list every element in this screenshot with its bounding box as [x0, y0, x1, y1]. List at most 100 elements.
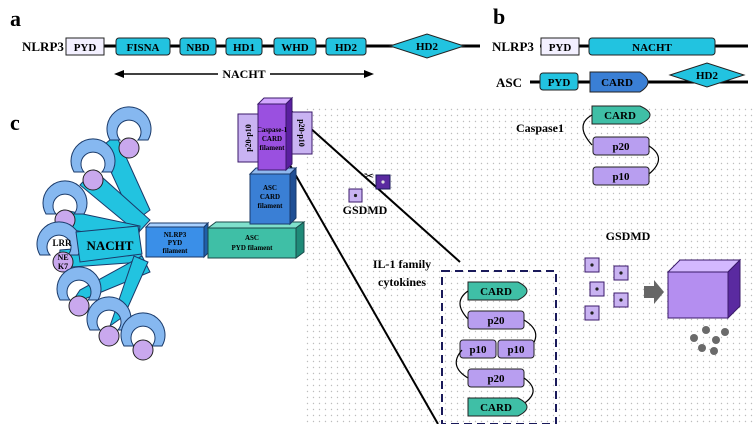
tet-p20-bottom-label: p20 — [487, 373, 505, 385]
gsdmd-dot-left — [353, 193, 358, 198]
lrr-crescent-1 — [106, 106, 152, 141]
cytokine-dots — [690, 326, 729, 355]
tet-p10-right-label: p10 — [507, 344, 525, 356]
whd-domain — [273, 37, 317, 56]
asc-card-filament — [249, 173, 291, 225]
lrr-nek7-units — [36, 106, 166, 361]
tet-card-bottom-label: CARD — [480, 402, 512, 414]
casp1-text-1: Caspase-1 — [257, 126, 288, 134]
gsdmd-monomer-5-dot — [590, 311, 594, 315]
gsdmd-right-label: GSDMD — [606, 229, 651, 243]
caspase1-label: Caspase1 — [516, 121, 564, 135]
tet-p20-top-label: p20 — [487, 315, 505, 327]
panel-b: NLRP3 PYD NACHT ASC PYD CARD HD2 Caspase… — [492, 37, 748, 186]
asc-hd2-label: HD2 — [696, 70, 719, 82]
panel-a-letter: a — [10, 6, 21, 31]
nek7-circle-2 — [82, 169, 104, 191]
lrr-crescent-4 — [36, 221, 82, 256]
nacht-label-bg — [218, 66, 270, 80]
gsdmd-monomer-2-dot — [619, 271, 623, 275]
cytokine-dot-5 — [721, 328, 729, 336]
tet-p10-left-label: p10 — [469, 344, 487, 356]
asc-pyd-text-2: PYD filament — [231, 244, 273, 252]
panel-a: NLRP3 PYD FISNA NBD HD1 WHD HD2 HD2 NACH… — [22, 33, 480, 81]
nacht-domain-b — [588, 37, 716, 56]
nbd-label: NBD — [186, 42, 209, 54]
zoom-line-bottom — [286, 159, 439, 424]
cytokine-dot-3 — [712, 336, 720, 344]
nek7-label-1: NE — [57, 253, 68, 262]
casp1-text-3: filament — [260, 144, 286, 152]
gsdmd-small-label: GSDMD — [343, 203, 388, 217]
hd1-domain — [225, 37, 263, 56]
asc-pyd-domain — [539, 72, 579, 91]
lrr-crescent-3 — [42, 180, 88, 215]
nek7-circle-7 — [132, 339, 154, 361]
zoom-line-top — [289, 109, 461, 263]
gsdmd-monomer-1-dot — [590, 263, 594, 267]
lrr-label: LRR — [52, 238, 72, 248]
p20p10-right-label: p20-p10 — [297, 119, 306, 147]
p20p10-right-block — [291, 111, 313, 155]
cytokine-dot-6 — [710, 347, 718, 355]
asc-pyd-filament — [207, 227, 297, 259]
pyd-label-b: PYD — [549, 42, 572, 54]
zoom-dashed-box — [441, 270, 557, 424]
tet-loop-1 — [459, 290, 469, 320]
asc-card-domain — [589, 71, 649, 93]
asc-card-label: CARD — [601, 77, 633, 89]
nacht-span-label: NACHT — [222, 67, 265, 81]
nlrp3-pyd-filament — [145, 226, 205, 258]
caspase1-p10-domain — [592, 166, 650, 186]
panel-c: NACHT LRR NE K7 NLRP3 PYD filament ASC P… — [36, 96, 742, 424]
asc-pyd-side — [295, 221, 305, 259]
pyd-label-a: PYD — [74, 42, 97, 54]
caspase1-loop-1 — [582, 114, 593, 146]
p20p10-left-label: p20-p10 — [244, 124, 253, 152]
scissors-icon: ✂ — [364, 169, 374, 183]
asc-card-text-1: ASC — [263, 184, 277, 192]
tet-p10-right — [497, 339, 535, 359]
panel-b-letter: b — [493, 4, 505, 29]
asc-hd2-diamond — [668, 62, 746, 88]
gsdmd-monomer-4-dot — [619, 298, 623, 302]
asc-pyd-label: PYD — [548, 77, 571, 89]
hd1-label: HD1 — [233, 42, 255, 54]
asc-card-text-3: filament — [258, 202, 284, 210]
pore-arrow-icon — [644, 280, 664, 304]
p20p10-left-block — [237, 113, 259, 163]
whd-label: WHD — [281, 42, 309, 54]
caspase1-p20-label: p20 — [612, 141, 630, 153]
caspase1-p10-label: p10 — [612, 171, 630, 183]
caspase1-tetramer: CARD p20 p10 p10 p20 CARD — [455, 281, 537, 417]
il1-label-2: cytokines — [378, 275, 426, 289]
nlrp3-pyd-top — [144, 222, 210, 228]
gsdmd-monomer-3-dot — [595, 287, 599, 291]
fisna-label: FISNA — [126, 42, 159, 54]
hd2-diamond-label: HD2 — [416, 41, 439, 53]
asc-card-text-2: CARD — [260, 193, 280, 201]
nacht-label-b: NACHT — [632, 42, 672, 54]
pyd-domain-b — [540, 37, 580, 56]
nacht-hub-label: NACHT — [87, 238, 134, 253]
nek7-circle-1 — [118, 137, 140, 159]
cytokine-dot-1 — [690, 334, 698, 342]
nlrp3-fil-text-1: NLRP3 — [164, 231, 187, 239]
cytokine-dot-4 — [698, 344, 706, 352]
tet-p10-left — [459, 339, 497, 359]
casp1-text-2: CARD — [262, 135, 282, 143]
arrow-left-head — [114, 70, 124, 78]
nacht-hub — [75, 225, 143, 263]
nlrp3-label-b: NLRP3 — [492, 39, 534, 54]
hd2-label: HD2 — [335, 42, 358, 54]
lrr-crescent-2 — [70, 138, 116, 173]
nek7-circle-4 — [52, 251, 74, 273]
tet-loop-3 — [455, 349, 469, 379]
gsdmd-monomers — [584, 257, 629, 321]
nlrp3-fil-text-2: PYD — [168, 239, 182, 247]
cytokine-dot-2 — [702, 326, 710, 334]
nek7-circle-5 — [68, 295, 90, 317]
gsdmd-dot-right — [381, 180, 385, 184]
